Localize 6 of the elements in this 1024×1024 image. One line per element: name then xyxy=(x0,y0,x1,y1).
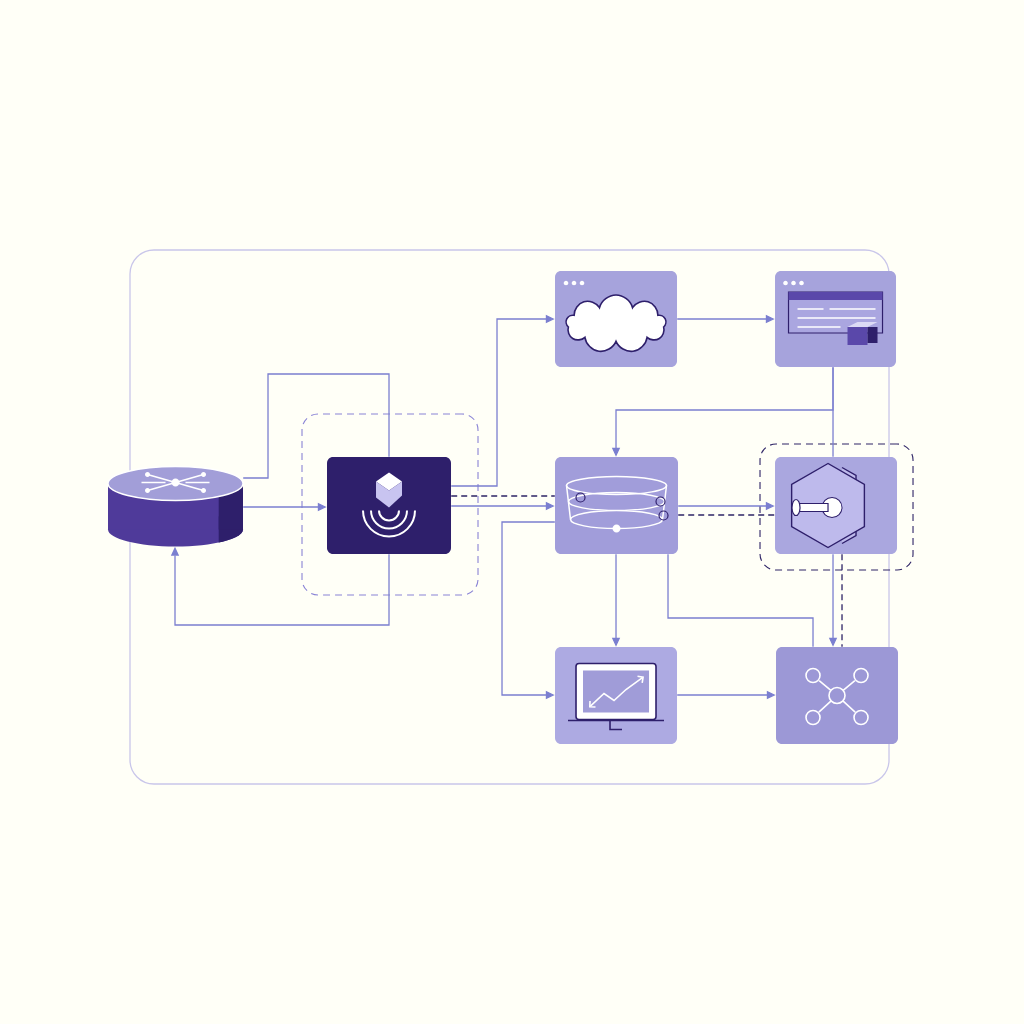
database-box xyxy=(555,457,678,554)
group-outline xyxy=(759,443,914,571)
network-box xyxy=(776,647,898,744)
router-cylinder xyxy=(107,465,244,547)
group-outline xyxy=(301,413,479,596)
gateway-box xyxy=(327,457,451,554)
